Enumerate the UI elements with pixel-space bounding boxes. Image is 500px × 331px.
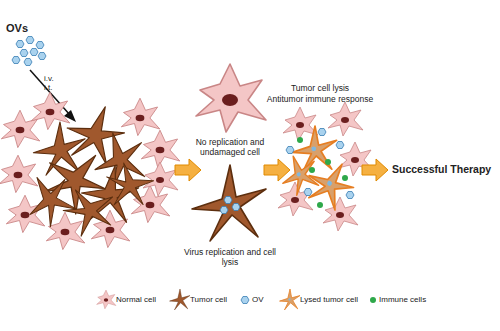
step-caption: Tumor cell lysis bbox=[250, 84, 390, 94]
tumor-mass bbox=[0, 92, 180, 249]
legend-text: Immune cells bbox=[379, 295, 426, 304]
legend-text: Lysed tumor cell bbox=[300, 295, 358, 304]
process-arrow bbox=[175, 159, 201, 181]
legend-text: Tumor cell bbox=[190, 295, 227, 304]
lysed-tumor-mass bbox=[275, 102, 373, 231]
legend-text: OV bbox=[252, 295, 264, 304]
virus-cluster bbox=[12, 37, 46, 66]
agent-label: OVs bbox=[6, 22, 28, 35]
legend-icons bbox=[97, 289, 376, 310]
legend-text: Normal cell bbox=[116, 295, 156, 304]
route-label: i.v. i.t. bbox=[44, 74, 64, 92]
outcome-label: Successful Therapy bbox=[392, 163, 491, 175]
normal-cell bbox=[196, 64, 266, 132]
step-caption: Antitumor immune response bbox=[250, 95, 390, 105]
process-arrow bbox=[264, 159, 290, 181]
infected-tumor-cell bbox=[192, 165, 266, 241]
step-caption: Virus replication and cell lysis bbox=[180, 248, 280, 268]
process-arrow bbox=[362, 159, 388, 181]
step-caption: No replication and undamaged cell bbox=[180, 138, 280, 158]
